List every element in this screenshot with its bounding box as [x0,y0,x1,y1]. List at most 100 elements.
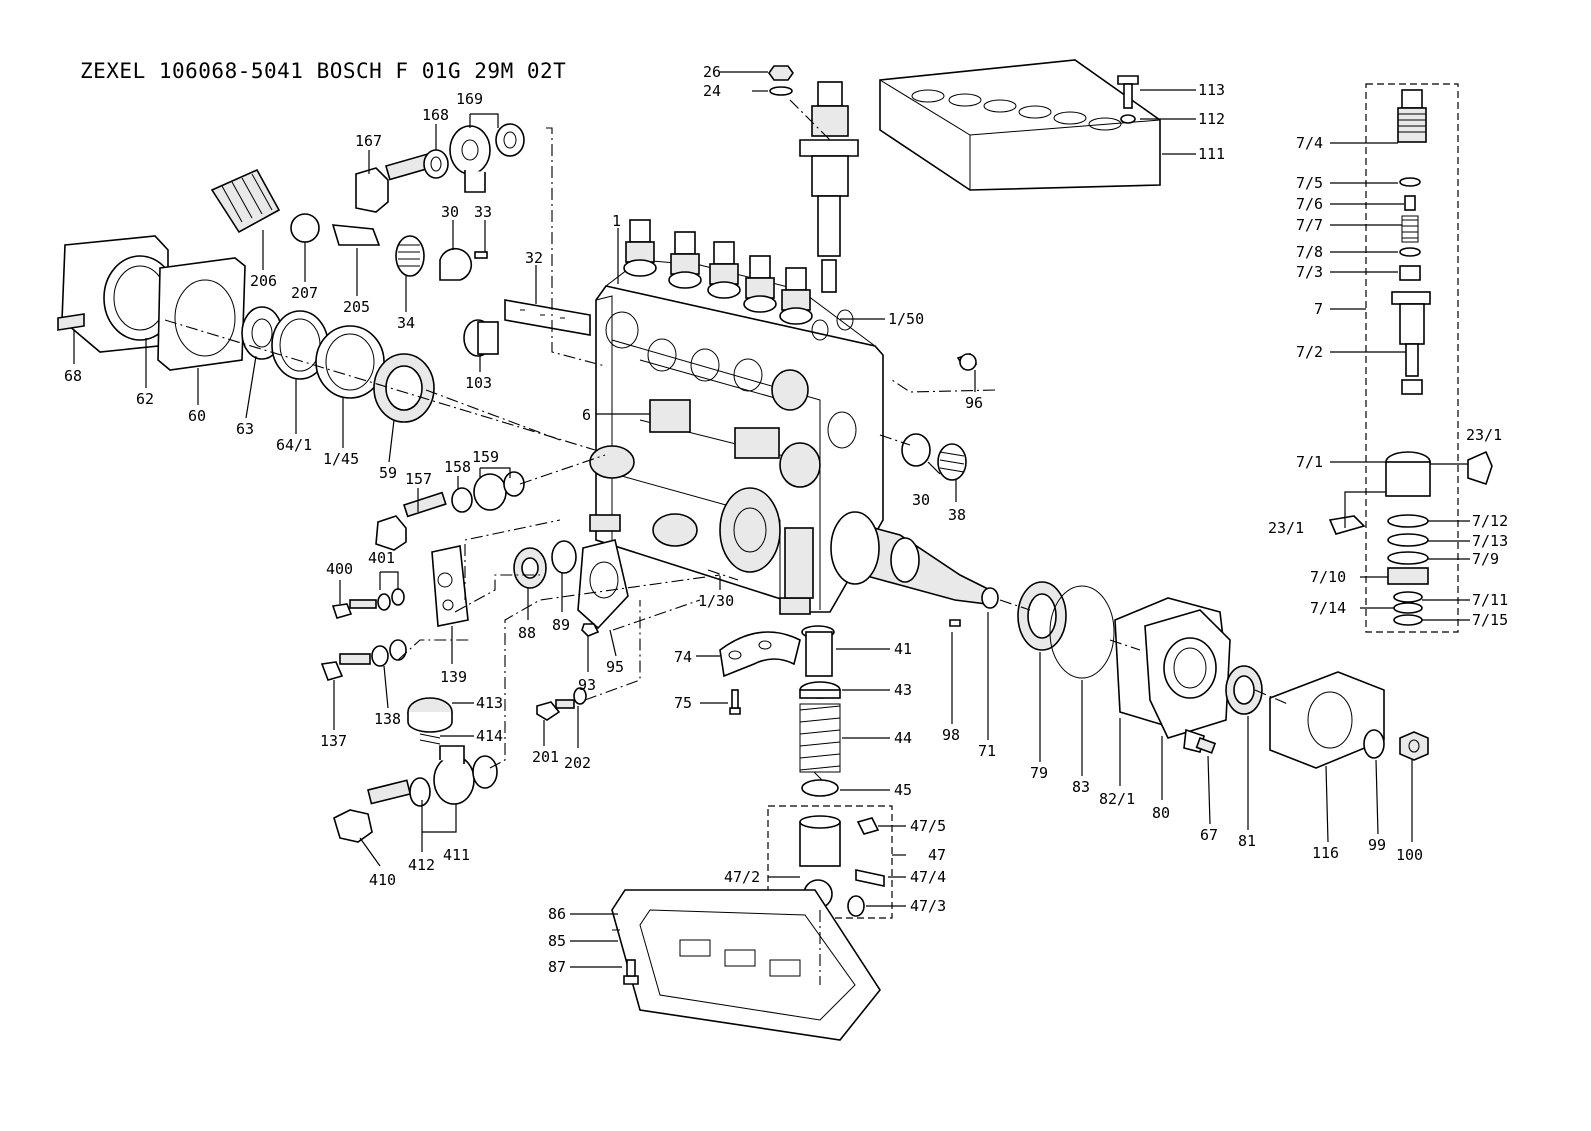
callout-41: 41 [894,640,912,658]
callout-1-30: 1/30 [698,592,734,610]
injector-assembly [768,65,859,293]
callout-81: 81 [1238,832,1256,850]
callout-30-right: 30 [912,491,930,509]
callout-45: 45 [894,781,912,799]
callout-1-50: 1/50 [888,310,924,328]
callout-7-12: 7/12 [1472,512,1508,530]
callout-80: 80 [1152,804,1170,822]
bolt-400-block-139 [331,545,469,627]
callout-68: 68 [64,367,82,385]
callout-47-5: 47/5 [910,817,946,835]
callout-23-1-bottom: 23/1 [1268,519,1304,537]
callout-7-4: 7/4 [1296,134,1323,152]
callout-157: 157 [405,470,432,488]
callout-44: 44 [894,729,912,747]
bearing-79-oring-83 [1017,581,1115,679]
callout-93: 93 [578,676,596,694]
callout-7-9: 7/9 [1472,550,1499,568]
callout-414: 414 [476,727,503,745]
callout-202: 202 [564,754,591,772]
callout-99: 99 [1368,836,1386,854]
banjo-bolt-157-assembly [375,471,525,551]
callout-63: 63 [236,420,254,438]
callout-103: 103 [465,374,492,392]
pump-element-group [1328,83,1493,633]
callout-139: 139 [440,668,467,686]
delivery-valve-holders [623,219,813,325]
shim-74-screw-75 [719,631,801,715]
callout-62: 62 [136,390,154,408]
callout-112: 112 [1198,110,1225,128]
seal-81 [1225,665,1263,715]
callout-82-1: 82/1 [1099,790,1135,808]
callout-34: 34 [397,314,415,332]
camshaft [830,511,999,609]
callout-137: 137 [320,732,347,750]
leader-lines [73,71,1470,968]
callout-43: 43 [894,681,912,699]
cover-plate [879,59,1161,191]
callout-412: 412 [408,856,435,874]
callout-59: 59 [379,464,397,482]
screw-96 [956,353,978,371]
callout-47-2: 47/2 [724,868,760,886]
callout-7-10: 7/10 [1310,568,1346,586]
callout-75: 75 [674,694,692,712]
callout-207: 207 [291,284,318,302]
callout-89: 89 [552,616,570,634]
callout-205: 205 [343,298,370,316]
callout-413: 413 [476,694,503,712]
governor-parts-206-207-205 [210,168,488,281]
callout-7-14: 7/14 [1310,599,1346,617]
callout-23-1-top: 23/1 [1466,426,1502,444]
banjo-bolt-410-assembly [333,745,498,843]
callout-85: 85 [548,932,566,950]
callout-60: 60 [188,407,206,425]
cap-413-spring-414 [407,697,453,745]
callout-159: 159 [472,448,499,466]
rack-bar-32 [504,299,591,336]
callout-26: 26 [703,63,721,81]
flange-116-washer-99-nut-100 [1269,671,1429,769]
plug-103 [463,319,499,357]
callout-7-8: 7/8 [1296,243,1323,261]
parts-30-38 [901,433,967,481]
diagram-title: ZEXEL 106068-5041 BOSCH F 01G 29M 02T [80,59,566,83]
callout-7: 7 [1314,300,1323,318]
callout-7-13: 7/13 [1472,532,1508,550]
callout-87: 87 [548,958,566,976]
callout-88: 88 [518,624,536,642]
callout-7-11: 7/11 [1472,591,1508,609]
callout-138: 138 [374,710,401,728]
callout-6: 6 [582,406,591,424]
callout-47-4: 47/4 [910,868,946,886]
callout-201: 201 [532,748,559,766]
callout-24: 24 [703,82,721,100]
callout-7-7: 7/7 [1296,216,1323,234]
pump-housing [589,259,884,615]
callout-47-3: 47/3 [910,897,946,915]
callout-32: 32 [525,249,543,267]
callout-1-45: 1/45 [323,450,359,468]
bolt-137-washer-138 [320,639,407,681]
callout-401: 401 [368,549,395,567]
callout-86: 86 [548,905,566,923]
tappet-spring-stack [799,625,841,797]
callout-7-6: 7/6 [1296,195,1323,213]
bolt-67 [1183,728,1217,754]
callout-71: 71 [978,742,996,760]
callout-410: 410 [369,871,396,889]
callout-169: 169 [456,90,483,108]
callout-1: 1 [612,212,621,230]
bolt-201-washer-202 [536,687,587,721]
plug-88-gasket-89-plate-95 [513,539,629,637]
callout-83: 83 [1072,778,1090,796]
callout-7-2: 7/2 [1296,343,1323,361]
callout-47: 47 [928,846,946,864]
callout-168: 168 [422,106,449,124]
flange-cover-62-60 [57,235,246,371]
bottom-cover-gaskets [611,889,881,1041]
callout-7-15: 7/15 [1472,611,1508,629]
callout-113: 113 [1198,81,1225,99]
